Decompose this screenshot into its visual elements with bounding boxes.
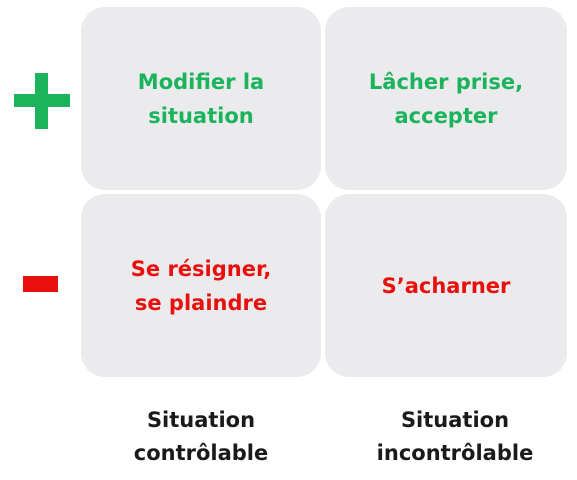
quadrant-bottom-right: S’acharner: [325, 194, 567, 377]
minus-icon: [23, 276, 58, 292]
quadrant-text-resign: Se résigner, se plaindre: [130, 256, 272, 315]
column-label-uncontrollable: Situation incontrôlable: [376, 408, 534, 465]
plus-icon: [14, 73, 70, 129]
quadrant-top-left: Modifier la situation: [81, 7, 321, 190]
quadrant-text-modify: Modifier la situation: [137, 69, 265, 128]
column-label-controllable: Situation contrôlable: [133, 408, 269, 465]
plus-icon-vertical-bar: [35, 73, 48, 129]
quadrant-text-persist: S’acharner: [381, 273, 511, 298]
quadrant-bottom-left: Se résigner, se plaindre: [81, 194, 321, 377]
quadrant-text-let-go: Lâcher prise, accepter: [368, 69, 524, 128]
quadrant-top-right: Lâcher prise, accepter: [325, 7, 567, 190]
